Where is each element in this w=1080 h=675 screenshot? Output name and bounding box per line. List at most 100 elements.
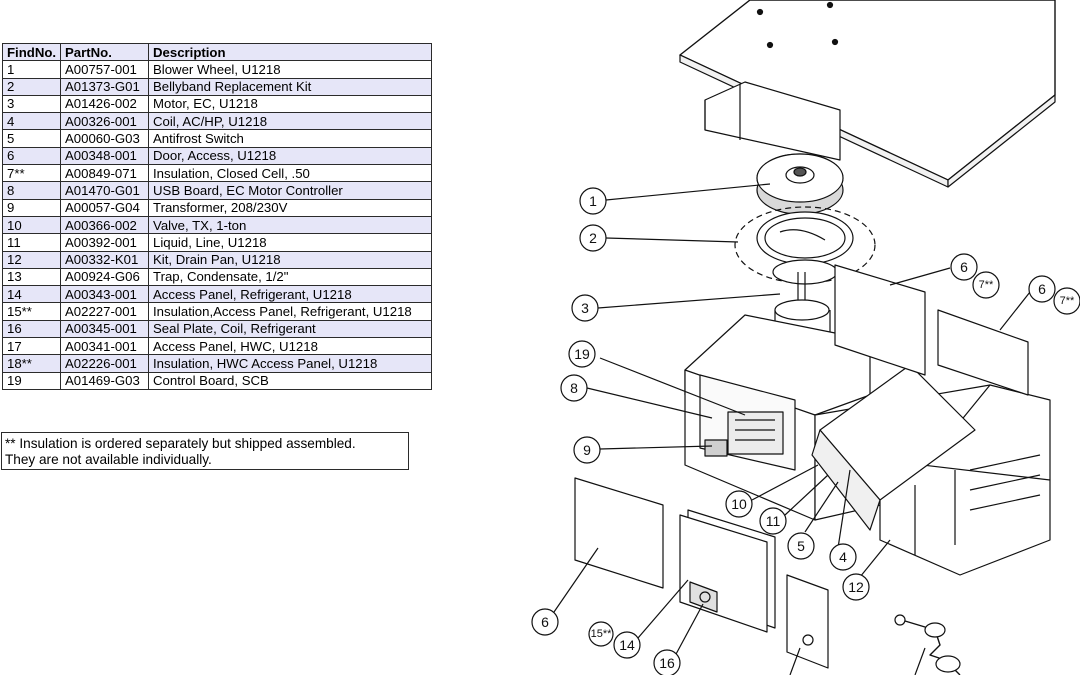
cell-description: Bellyband Replacement Kit [148, 77, 432, 96]
callouts: 1 2 3 19 8 9 10 11 5 4 12 6 7** 6 7** 6 … [531, 187, 1080, 675]
callout-10: 10 [725, 490, 753, 518]
svg-text:11: 11 [766, 513, 781, 529]
header-description: Description [148, 42, 432, 62]
callout-8: 8 [560, 374, 588, 402]
cell-description: Antifrost Switch [148, 129, 432, 148]
coil-part [811, 364, 976, 531]
callout-9: 9 [573, 436, 601, 464]
callout-6c: 6 [531, 608, 559, 636]
callout-19: 19 [568, 340, 596, 368]
cell-description: Control Board, SCB [148, 371, 432, 390]
cell-description: Insulation,Access Panel, Refrigerant, U1… [148, 302, 432, 321]
svg-text:3: 3 [581, 300, 589, 316]
bottom-access-door [574, 477, 664, 589]
cell-partno: A00345-001 [60, 319, 149, 339]
callout-15: 15** [588, 621, 614, 647]
cell-partno: A02226-001 [60, 354, 149, 373]
cell-findno: 2 [2, 77, 61, 96]
refrigerant-access-panel [679, 509, 776, 633]
callout-11: 11 [759, 507, 787, 535]
seal-plate-part [689, 581, 718, 613]
control-board-part [704, 411, 784, 457]
blower-housing [704, 81, 841, 161]
note-line-1: ** Insulation is ordered separately but … [5, 436, 356, 451]
svg-text:1: 1 [589, 193, 597, 209]
insulation-note: ** Insulation is ordered separately but … [1, 432, 409, 470]
cell-description: Coil, AC/HP, U1218 [148, 112, 432, 131]
svg-text:2: 2 [589, 230, 597, 246]
svg-text:6: 6 [1038, 281, 1046, 297]
callout-2: 2 [579, 224, 607, 252]
cell-partno: A00924-G06 [60, 267, 149, 287]
cell-partno: A00343-001 [60, 285, 149, 304]
svg-text:15**: 15** [591, 628, 613, 640]
callout-14: 14 [613, 631, 641, 659]
svg-text:8: 8 [570, 380, 578, 396]
condensate-trap-part [894, 614, 961, 675]
header-findno: FindNo. [2, 42, 61, 62]
cell-partno: A00348-001 [60, 146, 149, 166]
svg-text:5: 5 [797, 538, 805, 554]
cell-findno: 10 [2, 215, 61, 235]
cell-findno: 19 [2, 371, 61, 390]
callout-6a: 6 [950, 253, 978, 281]
hwc-access-panel [786, 574, 829, 669]
cell-description: Trap, Condensate, 1/2" [148, 267, 432, 287]
cell-description: Door, Access, U1218 [148, 146, 432, 166]
svg-text:19: 19 [574, 346, 590, 362]
cell-description: Valve, TX, 1-ton [148, 215, 432, 235]
callout-3: 3 [571, 294, 599, 322]
callout-5: 5 [787, 532, 815, 560]
table-header-row: FindNo. PartNo. Description [2, 42, 432, 62]
svg-text:10: 10 [731, 496, 747, 512]
svg-text:7**: 7** [1060, 295, 1075, 307]
svg-text:16: 16 [659, 655, 675, 671]
cell-partno: A00326-001 [60, 112, 149, 131]
svg-text:14: 14 [619, 637, 635, 653]
callout-7a: 7** [972, 271, 1000, 299]
callout-16: 16 [653, 649, 681, 675]
cell-description: Insulation, HWC Access Panel, U1218 [148, 354, 432, 373]
cell-description: Access Panel, Refrigerant, U1218 [148, 285, 432, 304]
bellyband-ring-part [734, 206, 876, 284]
svg-text:12: 12 [848, 579, 864, 595]
callout-1: 1 [579, 187, 607, 215]
callout-7b: 7** [1053, 287, 1080, 315]
cell-findno: 14 [2, 285, 61, 304]
cell-description: Blower Wheel, U1218 [148, 60, 432, 79]
cell-description: Transformer, 208/230V [148, 198, 432, 217]
callout-12: 12 [842, 573, 870, 601]
cell-findno: 4 [2, 112, 61, 131]
cell-partno: A00849-071 [60, 164, 149, 183]
svg-text:7**: 7** [979, 279, 994, 291]
side-access-door-2 [937, 309, 1029, 396]
callout-6b: 6 [1028, 275, 1056, 303]
callout-4: 4 [829, 543, 857, 571]
cell-partno: A00332-K01 [60, 250, 149, 269]
svg-text:9: 9 [583, 442, 591, 458]
header-partno: PartNo. [60, 42, 149, 62]
leader-lines [553, 183, 1031, 675]
svg-text:6: 6 [541, 614, 549, 630]
svg-text:4: 4 [839, 549, 847, 565]
cell-partno: A00392-001 [60, 233, 149, 252]
note-line-2: They are not available individually. [5, 452, 212, 467]
svg-text:6: 6 [960, 259, 968, 275]
